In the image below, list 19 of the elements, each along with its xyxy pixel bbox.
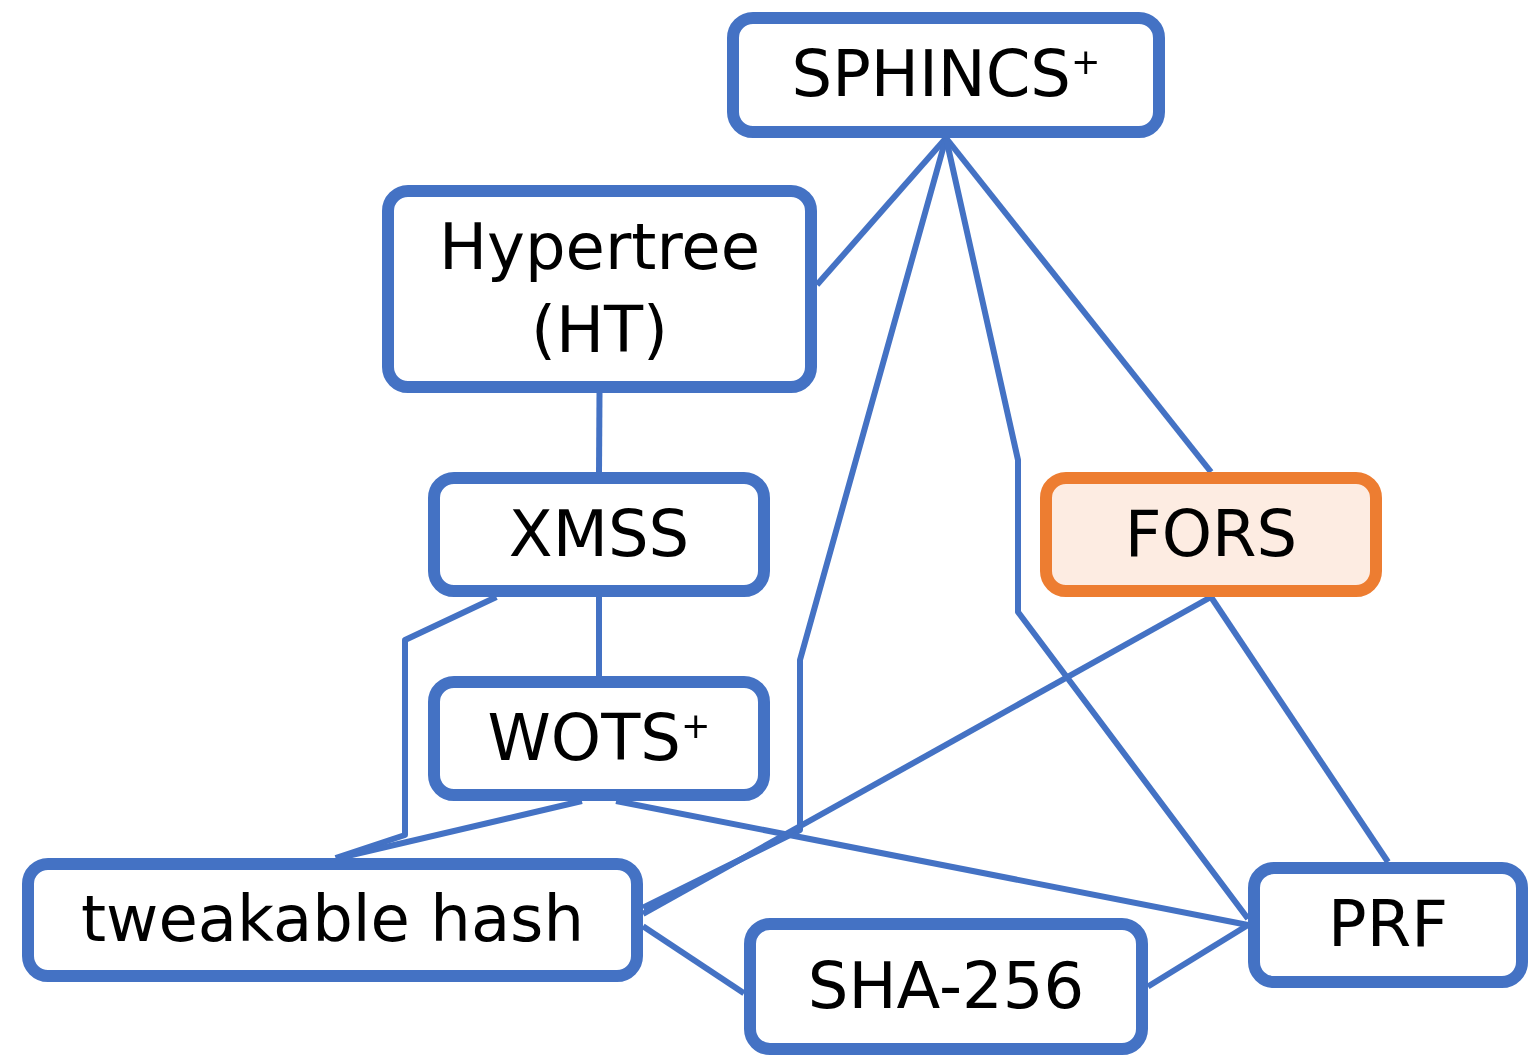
node-label: Hypertree (HT) [437, 208, 762, 369]
process-box [727, 12, 1165, 138]
process-box [428, 472, 770, 597]
node-label: FORS [1124, 495, 1298, 573]
connector-line [1208, 595, 1391, 864]
process-box [428, 676, 770, 801]
node-label: XMSS [508, 495, 690, 573]
node-label: WOTS$^{+}$ [487, 699, 711, 777]
process-box [1040, 472, 1382, 597]
process-box [1248, 862, 1528, 988]
node-label: PRF [1328, 886, 1448, 964]
process-box [22, 858, 643, 982]
node-label: SPHINCS$^{+}$ [791, 36, 1101, 114]
connector-line [596, 597, 602, 676]
process-box [382, 185, 817, 393]
process-box [744, 918, 1148, 1055]
node-label: tweakable hash [81, 881, 584, 959]
node-label: SHA-256 [807, 947, 1085, 1025]
connector-line [596, 392, 603, 473]
